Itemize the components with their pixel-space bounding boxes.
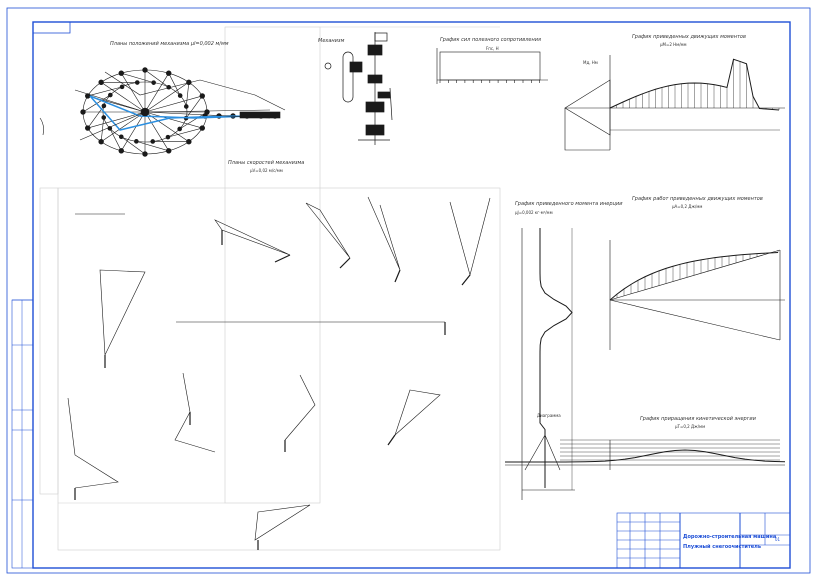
mechanism-link <box>168 73 181 96</box>
mechanism-joint <box>118 134 124 140</box>
mechanism-link <box>144 111 169 151</box>
inertia-graph-view: График приведенного момента инерции μJ=0… <box>515 201 623 500</box>
mechanism-link <box>185 82 190 107</box>
mechanism-link <box>185 95 203 119</box>
kinetic-title: График приращения кинетической энергии <box>640 416 757 422</box>
mechanism-joint <box>199 125 205 131</box>
mechanism-joint <box>134 80 140 85</box>
inertia-title: График приведенного момента инерции <box>515 201 623 207</box>
title-block <box>616 512 791 569</box>
force-vector <box>461 274 471 286</box>
mechanism-link <box>144 82 190 113</box>
mechanism-joint <box>101 103 107 109</box>
inertia-note: Диаграмма <box>537 413 561 418</box>
mechanism-joint <box>151 80 156 85</box>
mechanism-joint <box>101 115 107 120</box>
force-vector <box>339 257 351 269</box>
mechanism-link <box>121 136 146 155</box>
stamp-sheet-number: 01 <box>775 537 781 542</box>
mechanism-joint <box>134 139 139 144</box>
mechanism-joint <box>166 148 172 154</box>
mechanism-joint <box>199 93 205 99</box>
work-graph-view: График работ приведенных движущих момент… <box>609 196 785 350</box>
mechanism-link <box>144 69 169 88</box>
mechanism-link <box>100 111 146 142</box>
mechanism-link <box>109 128 122 151</box>
mechanism-joint <box>166 70 172 76</box>
sheet-frame <box>6 7 811 574</box>
moments-axis-label: Мд, Нм <box>583 60 598 65</box>
mechanism-link <box>121 111 146 151</box>
mechanism-link <box>167 127 203 138</box>
mechanism-joint <box>177 93 183 98</box>
mechanism-link <box>144 95 203 113</box>
view-frames <box>39 26 501 551</box>
mechanism-link <box>144 111 203 129</box>
kinetic-scale: μT=0,2 Дж/мм <box>675 424 705 429</box>
mechanism-joint <box>118 148 124 154</box>
velocity-scale: μV=0,02 м/с/мм <box>250 168 283 173</box>
mechanism-link <box>100 117 105 142</box>
mechanism-link <box>121 72 154 83</box>
mechanism-joint <box>80 109 86 115</box>
mechanism-joint <box>98 138 104 145</box>
mechanism-joint <box>108 92 113 98</box>
mechanism-joint <box>85 125 91 131</box>
mechanism-joint <box>186 138 192 145</box>
mechanism-link <box>100 82 146 113</box>
resistance-graph-view: График сил полезного сопротивления Fпс, … <box>436 37 548 84</box>
resistance-title: График сил полезного сопротивления <box>440 37 541 43</box>
mechanism-joint <box>98 79 104 86</box>
resistance-force-label: Fпс, Н <box>486 46 499 51</box>
mechanism-link <box>121 73 146 113</box>
mechanism-joint <box>119 84 125 90</box>
velocity-title: Планы скоростей механизма <box>228 160 304 166</box>
kinematic-scheme-view: Механизм <box>318 32 393 145</box>
work-scale: μA=0,2 Дж/мм <box>672 204 702 209</box>
moments-title: График приведенных движущих моментов <box>632 34 746 40</box>
moments-graph-view: График приведенных движущих моментов μМ=… <box>564 34 785 151</box>
mechanism-positions-view: Планы положений механизма μl=0,002 м/мм <box>39 41 286 157</box>
mechanism-joint <box>142 151 148 157</box>
mechanism-joint <box>183 104 189 109</box>
mechanism-joint <box>142 67 148 73</box>
mechanism-joint <box>118 70 124 76</box>
stamp-title-line2: Плужный снегоочиститель <box>683 543 761 550</box>
kinetic-graph-view: График приращения кинетической энергии μ… <box>505 416 786 470</box>
moments-scale: μМ=2 Нм/мм <box>660 42 687 47</box>
mechanism-joint <box>165 134 171 140</box>
mechanism-joint <box>177 126 182 132</box>
stamp-title-line1: Дорожно-строительная машина <box>683 534 776 540</box>
work-title: График работ приведенных движущих момент… <box>632 196 763 202</box>
force-vector <box>387 434 396 446</box>
force-vector <box>394 269 401 283</box>
inertia-scale: μJ=0,002 кг·м²/мм <box>515 210 553 215</box>
kinematic-title: Механизм <box>318 38 345 44</box>
mechanism-link <box>136 141 169 152</box>
mechanism-link <box>144 73 169 113</box>
force-vector <box>274 254 291 263</box>
mechanism-link <box>87 86 123 97</box>
mechanism-title: Планы положений механизма μl=0,002 м/мм <box>110 41 229 47</box>
mechanism-joint <box>150 139 156 144</box>
velocity-plans-view: Планы скоростей механизма μV=0,02 м/с/мм <box>67 160 491 550</box>
